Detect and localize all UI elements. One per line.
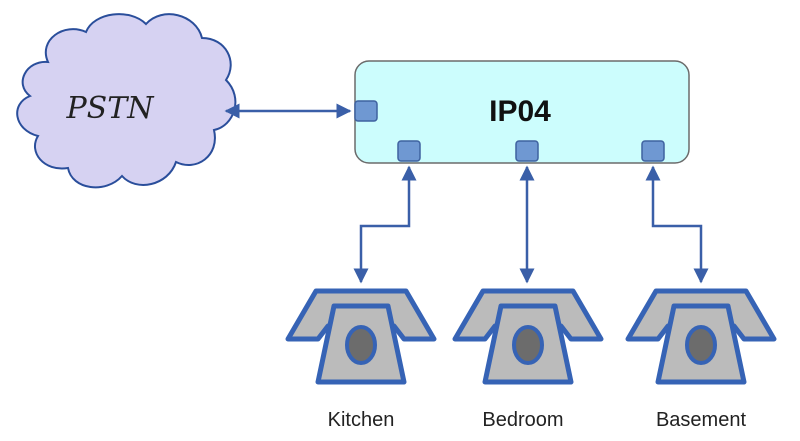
basement-link-arrow	[645, 165, 709, 284]
fxs-port-1	[397, 140, 421, 162]
fxs-port-3	[641, 140, 665, 162]
phone-label: Kitchen	[328, 409, 395, 431]
phone-dial	[345, 325, 377, 365]
kitchen-link-arrow	[353, 165, 417, 284]
ip04-device: IP04	[354, 60, 690, 164]
phone-label: Basement	[656, 409, 746, 431]
phone-dial	[512, 325, 544, 365]
device-label: IP04	[489, 95, 551, 128]
cloud-shape	[16, 13, 237, 189]
phone-bedroom: Bedroom	[452, 288, 604, 431]
pstn-cloud: PSTN	[16, 13, 237, 189]
phone-kitchen: Kitchen	[285, 288, 437, 431]
phone-label: Bedroom	[482, 409, 563, 431]
fxs-port-2	[515, 140, 539, 162]
connections	[224, 103, 709, 284]
phone-dial	[685, 325, 717, 365]
fxo-port	[354, 100, 378, 122]
phone-basement: Basement	[625, 288, 777, 431]
pstn-label: PSTN	[66, 91, 156, 126]
